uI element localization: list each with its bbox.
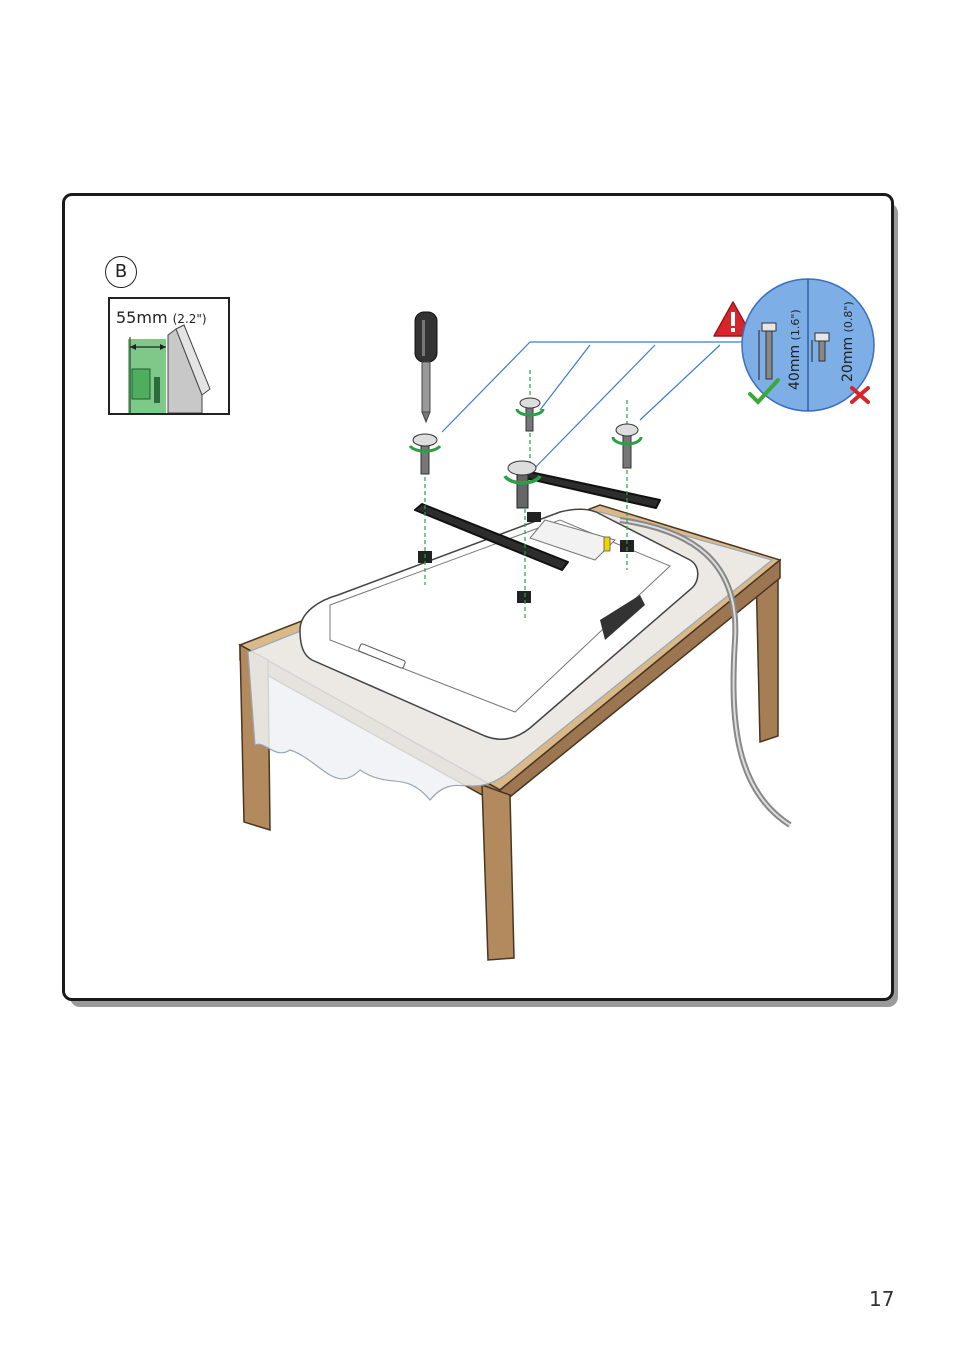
screwdriver-icon (415, 312, 437, 422)
correct-length-imperial: (1.6") (789, 309, 802, 340)
clearance-label: 55mm (2.2") (116, 308, 207, 327)
cross-icon (852, 388, 868, 402)
clearance-metric: 55mm (116, 308, 168, 327)
screw-icon (613, 424, 641, 468)
cable-plug-yellow (604, 537, 610, 551)
table-leg-front-right (482, 785, 514, 960)
wrong-length-imperial: (0.8") (842, 301, 855, 332)
mount-block-back (527, 512, 541, 522)
correct-length-metric: 40mm (787, 345, 803, 390)
mount-block-front (517, 591, 531, 603)
clearance-imperial: (2.2") (173, 312, 207, 326)
screw-icon (410, 434, 440, 474)
correct-screw-length-label: 40mm (1.6") (787, 309, 803, 390)
wrong-screw-length-label: 20mm (0.8") (840, 301, 856, 382)
page-number: 17 (869, 1287, 894, 1311)
wrong-length-metric: 20mm (840, 337, 856, 382)
stand-bar-right (525, 472, 660, 508)
screw-icon (517, 398, 543, 431)
callout-lines (442, 342, 745, 478)
screw-icon (505, 461, 540, 508)
